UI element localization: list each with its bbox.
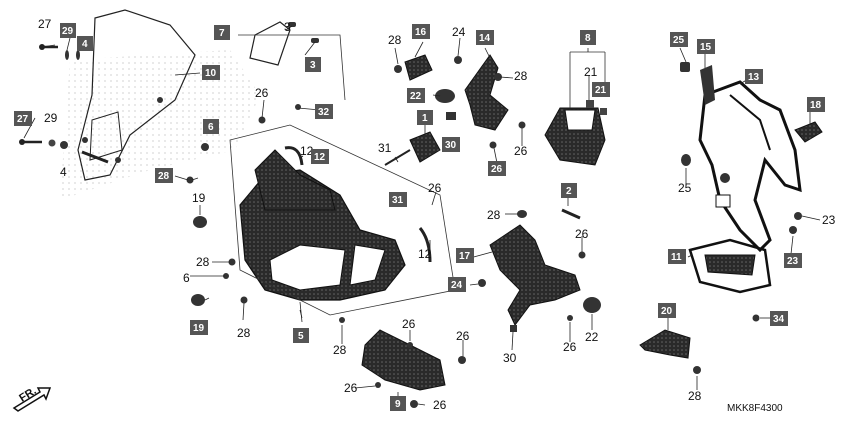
bracket-14 xyxy=(464,54,526,149)
lower-cover xyxy=(361,329,466,408)
direction-label: FR. xyxy=(17,385,38,405)
svg-text:28: 28 xyxy=(487,208,501,222)
svg-text:10: 10 xyxy=(205,68,217,79)
svg-text:18: 18 xyxy=(810,100,822,111)
svg-text:22: 22 xyxy=(585,330,599,344)
svg-text:13: 13 xyxy=(748,72,760,83)
front-arrow xyxy=(12,387,52,412)
svg-text:32: 32 xyxy=(318,107,330,118)
svg-text:26: 26 xyxy=(514,144,528,158)
svg-text:28: 28 xyxy=(237,326,251,340)
grommets-left xyxy=(186,104,345,323)
bracket-17 xyxy=(478,208,601,332)
svg-text:28: 28 xyxy=(158,171,170,182)
svg-text:27: 27 xyxy=(38,17,52,31)
svg-text:4: 4 xyxy=(60,165,67,179)
part-7-panel xyxy=(238,21,346,101)
svg-text:30: 30 xyxy=(445,140,457,151)
svg-text:28: 28 xyxy=(688,389,702,403)
svg-text:7: 7 xyxy=(219,28,225,39)
bracket-20 xyxy=(639,329,701,374)
plain-callouts: 27 29 4 3 26 19 6 28 28 12 24 28 28 26 3… xyxy=(38,17,836,412)
svg-text:26: 26 xyxy=(255,86,269,100)
meter-8 xyxy=(544,51,607,166)
svg-text:16: 16 xyxy=(415,27,427,38)
svg-text:19: 19 xyxy=(192,191,206,205)
svg-text:17: 17 xyxy=(459,251,471,262)
windscreen xyxy=(77,9,196,181)
svg-text:21: 21 xyxy=(584,65,598,79)
svg-text:23: 23 xyxy=(787,256,799,267)
svg-text:31: 31 xyxy=(378,141,392,155)
svg-text:25: 25 xyxy=(673,35,685,46)
svg-text:29: 29 xyxy=(62,26,74,37)
boxed-callouts: 7 3 29 4 10 27 6 28 19 32 12 16 22 1 30 … xyxy=(14,23,825,411)
svg-text:1: 1 xyxy=(422,113,428,124)
svg-text:28: 28 xyxy=(196,255,210,269)
svg-text:28: 28 xyxy=(333,343,347,357)
svg-text:25: 25 xyxy=(678,181,692,195)
svg-text:3: 3 xyxy=(310,60,316,71)
svg-text:26: 26 xyxy=(433,398,447,412)
svg-text:26: 26 xyxy=(575,227,589,241)
svg-text:14: 14 xyxy=(479,33,491,44)
svg-text:28: 28 xyxy=(388,33,402,47)
svg-text:29: 29 xyxy=(44,111,58,125)
svg-text:30: 30 xyxy=(503,351,517,365)
svg-text:9: 9 xyxy=(395,399,401,410)
svg-text:8: 8 xyxy=(585,33,591,44)
svg-text:4: 4 xyxy=(82,39,88,50)
svg-text:5: 5 xyxy=(298,331,304,342)
screws-mid-left xyxy=(19,139,68,149)
svg-text:26: 26 xyxy=(563,340,577,354)
svg-text:26: 26 xyxy=(344,381,358,395)
svg-text:31: 31 xyxy=(392,195,404,206)
svg-text:26: 26 xyxy=(428,181,442,195)
front-cowl xyxy=(229,124,456,316)
svg-text:12: 12 xyxy=(418,247,432,261)
svg-text:3: 3 xyxy=(284,20,291,34)
hose-12 xyxy=(284,146,304,166)
svg-text:19: 19 xyxy=(193,323,205,334)
svg-text:22: 22 xyxy=(410,91,422,102)
svg-text:6: 6 xyxy=(183,271,190,285)
svg-text:34: 34 xyxy=(773,314,785,325)
svg-text:23: 23 xyxy=(822,213,836,227)
bracket-11 xyxy=(688,238,772,322)
svg-text:28: 28 xyxy=(514,69,528,83)
screws-top-left xyxy=(39,44,80,60)
svg-text:26: 26 xyxy=(402,317,416,331)
svg-text:21: 21 xyxy=(595,85,607,96)
svg-text:11: 11 xyxy=(671,252,682,263)
svg-text:27: 27 xyxy=(17,114,29,125)
svg-text:12: 12 xyxy=(300,144,314,158)
frame-13 xyxy=(680,62,823,253)
svg-text:26: 26 xyxy=(491,164,503,175)
svg-text:20: 20 xyxy=(661,306,673,317)
svg-text:6: 6 xyxy=(208,122,214,133)
svg-text:12: 12 xyxy=(314,152,326,163)
svg-text:24: 24 xyxy=(452,25,466,39)
svg-text:26: 26 xyxy=(456,329,470,343)
diagram-code: MKK8F4300 xyxy=(727,403,783,414)
parts-16-22 xyxy=(384,54,462,166)
svg-text:15: 15 xyxy=(700,42,712,53)
svg-text:24: 24 xyxy=(451,280,463,291)
svg-text:2: 2 xyxy=(566,186,572,197)
